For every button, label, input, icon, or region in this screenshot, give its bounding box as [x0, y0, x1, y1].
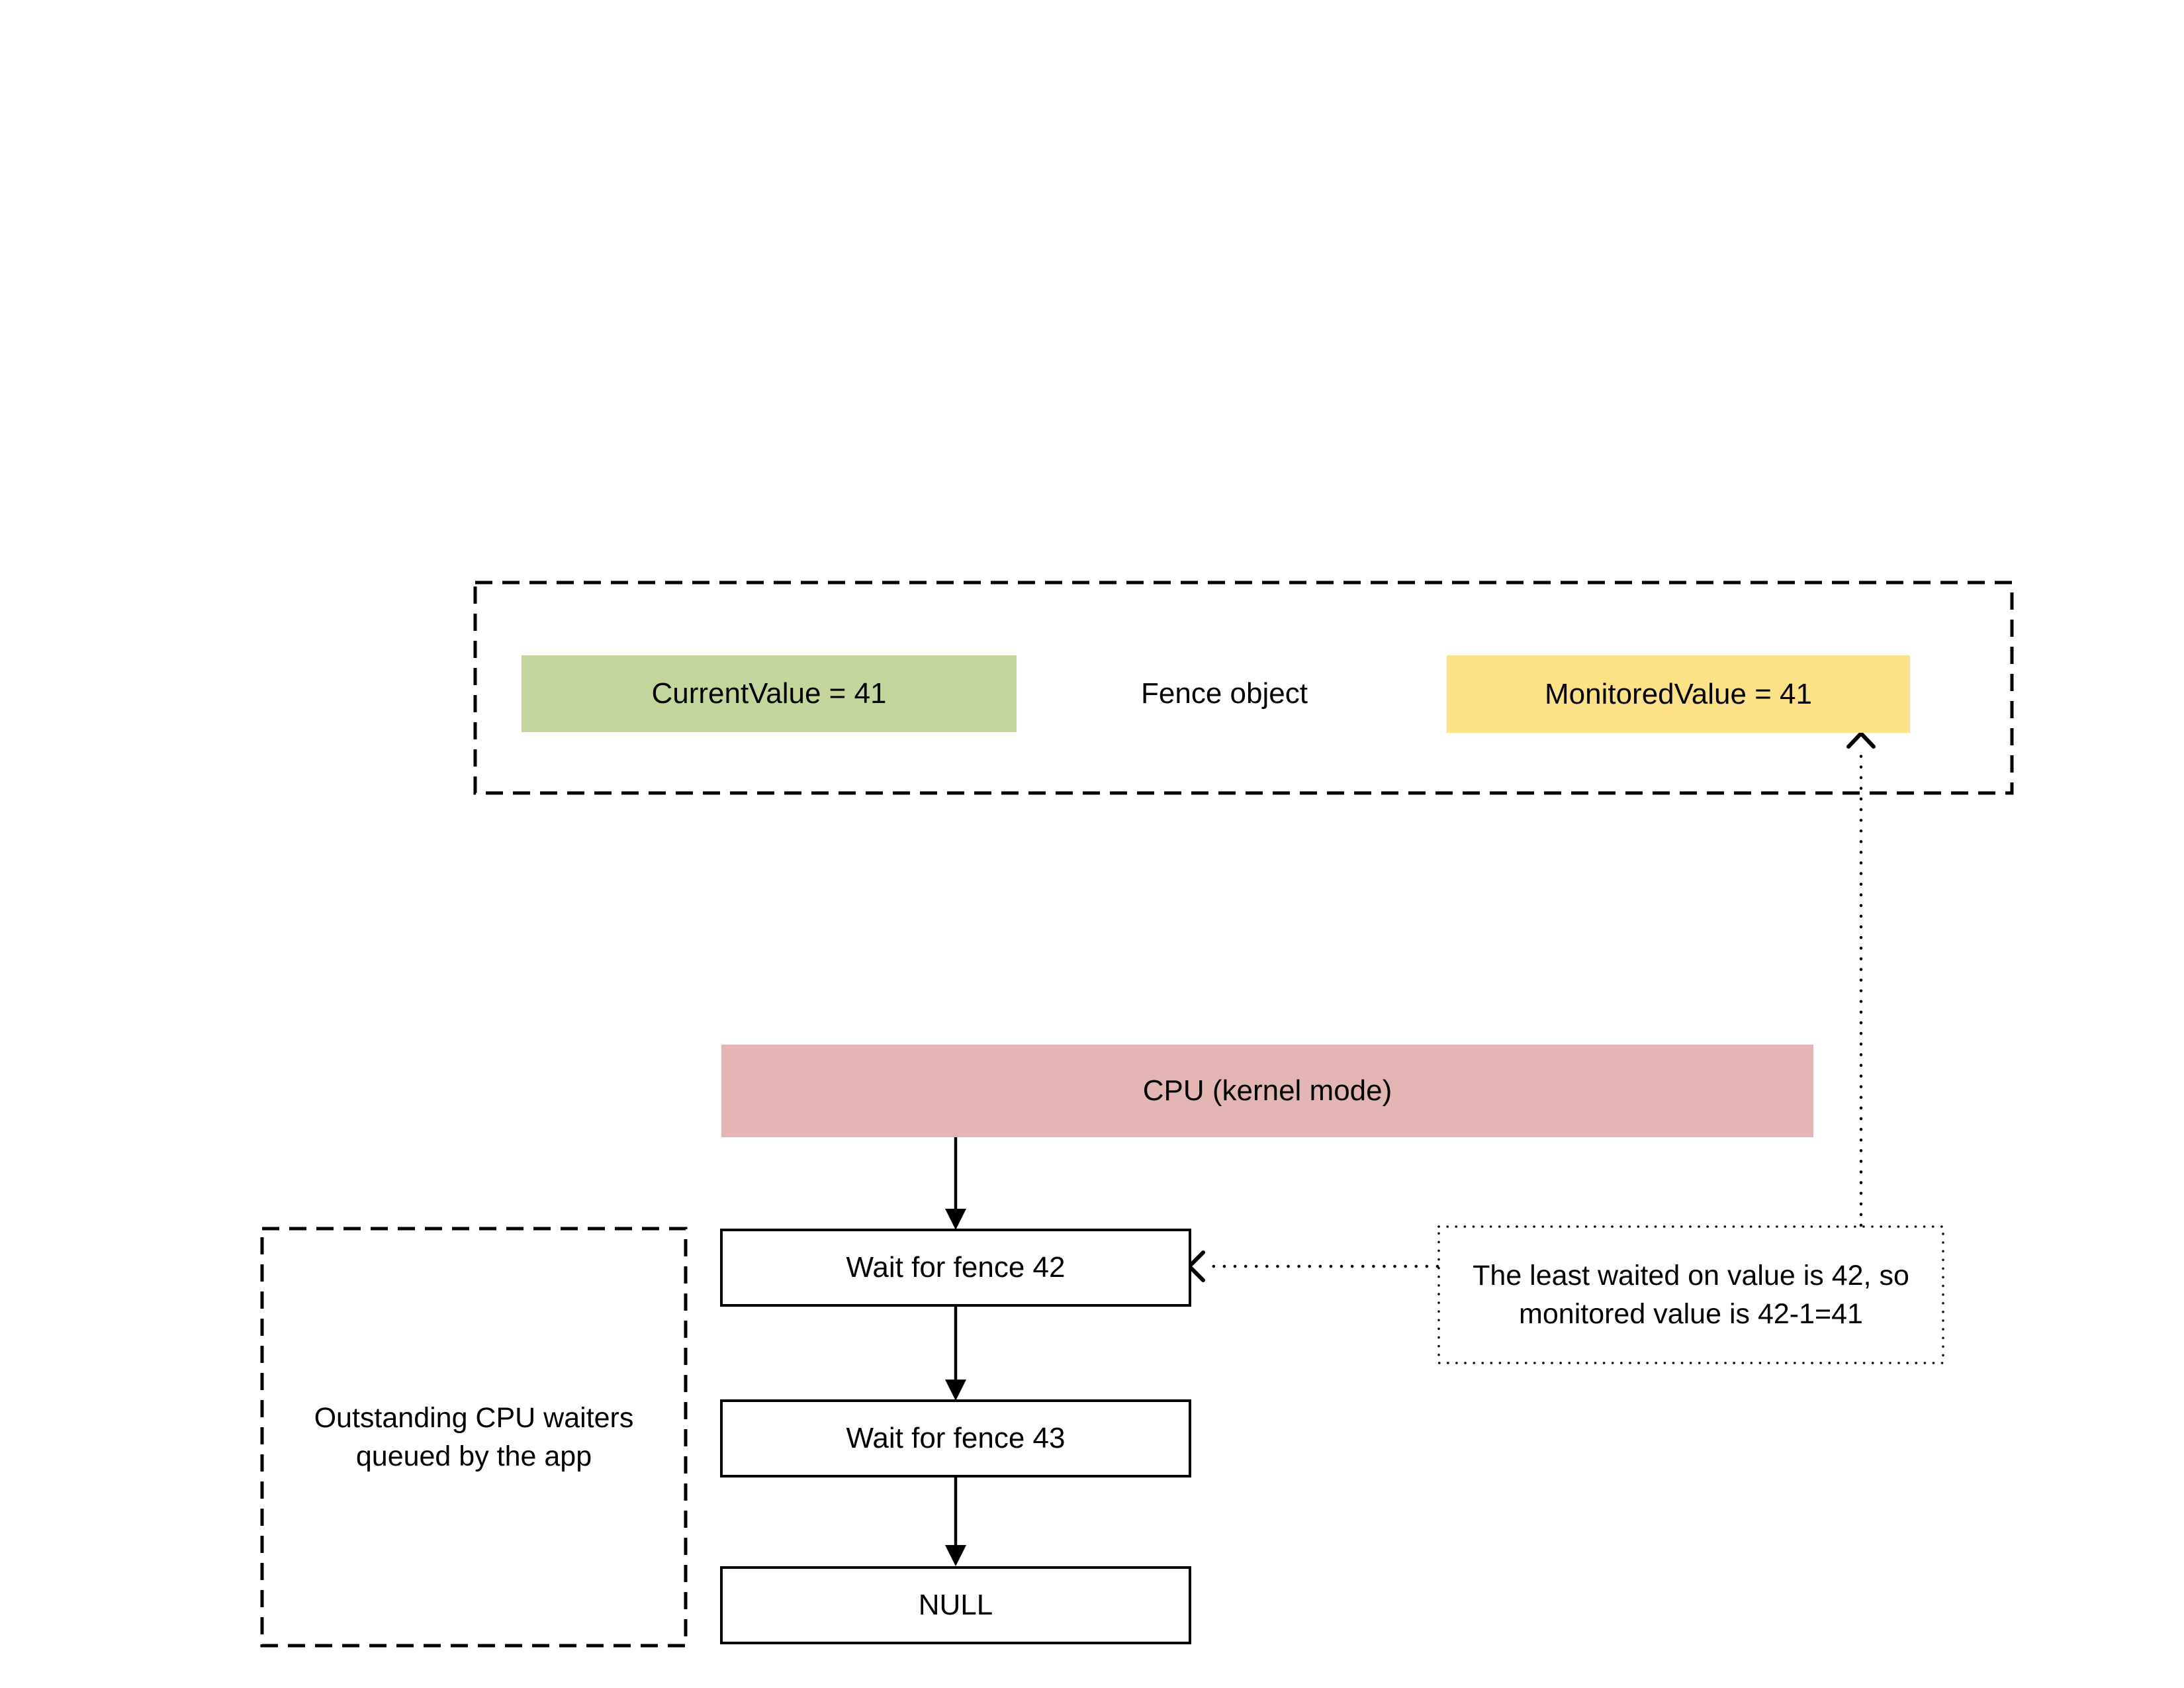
waiters-caption: Outstanding CPU waiters queued by the ap…	[262, 1229, 686, 1646]
waiters-caption-line1: Outstanding CPU waiters	[314, 1401, 634, 1434]
waiters-dashed-border	[260, 1227, 688, 1648]
null-label: NULL	[918, 1589, 993, 1622]
annotation-dotted-border	[1437, 1225, 1944, 1364]
fence-object-dashed-border	[473, 581, 2014, 795]
monitored-value-label: MonitoredValue = 41	[1544, 677, 1812, 710]
annotation-line2: monitored value is 42-1=41	[1519, 1298, 1863, 1330]
arrow-cpu-to-wait42-icon	[945, 1137, 966, 1230]
wait-for-fence-42-box: Wait for fence 42	[720, 1229, 1191, 1307]
wait-for-fence-43-label: Wait for fence 43	[846, 1422, 1066, 1455]
dotted-arrow-annotation-to-monitored-icon	[1846, 731, 1876, 1227]
monitored-value-box: MonitoredValue = 41	[1447, 655, 1910, 733]
dotted-arrow-annotation-to-wait42-icon	[1187, 1250, 1439, 1282]
annotation-line1: The least waited on value is 42, so	[1473, 1259, 1909, 1291]
current-value-label: CurrentValue = 41	[651, 677, 887, 710]
null-box: NULL	[720, 1566, 1191, 1644]
current-value-box: CurrentValue = 41	[522, 655, 1017, 732]
waiters-caption-line2: queued by the app	[355, 1440, 592, 1472]
wait-for-fence-43-box: Wait for fence 43	[720, 1399, 1191, 1477]
fence-object-label: Fence object	[1141, 677, 1308, 710]
cpu-kernel-mode-label: CPU (kernel mode)	[1142, 1074, 1392, 1107]
cpu-kernel-mode-box: CPU (kernel mode)	[721, 1045, 1813, 1137]
arrow-wait43-to-null-icon	[945, 1477, 966, 1566]
annotation-callout: The least waited on value is 42, so moni…	[1439, 1227, 1943, 1363]
wait-for-fence-42-label: Wait for fence 42	[846, 1251, 1066, 1284]
arrow-wait42-to-wait43-icon	[945, 1307, 966, 1401]
